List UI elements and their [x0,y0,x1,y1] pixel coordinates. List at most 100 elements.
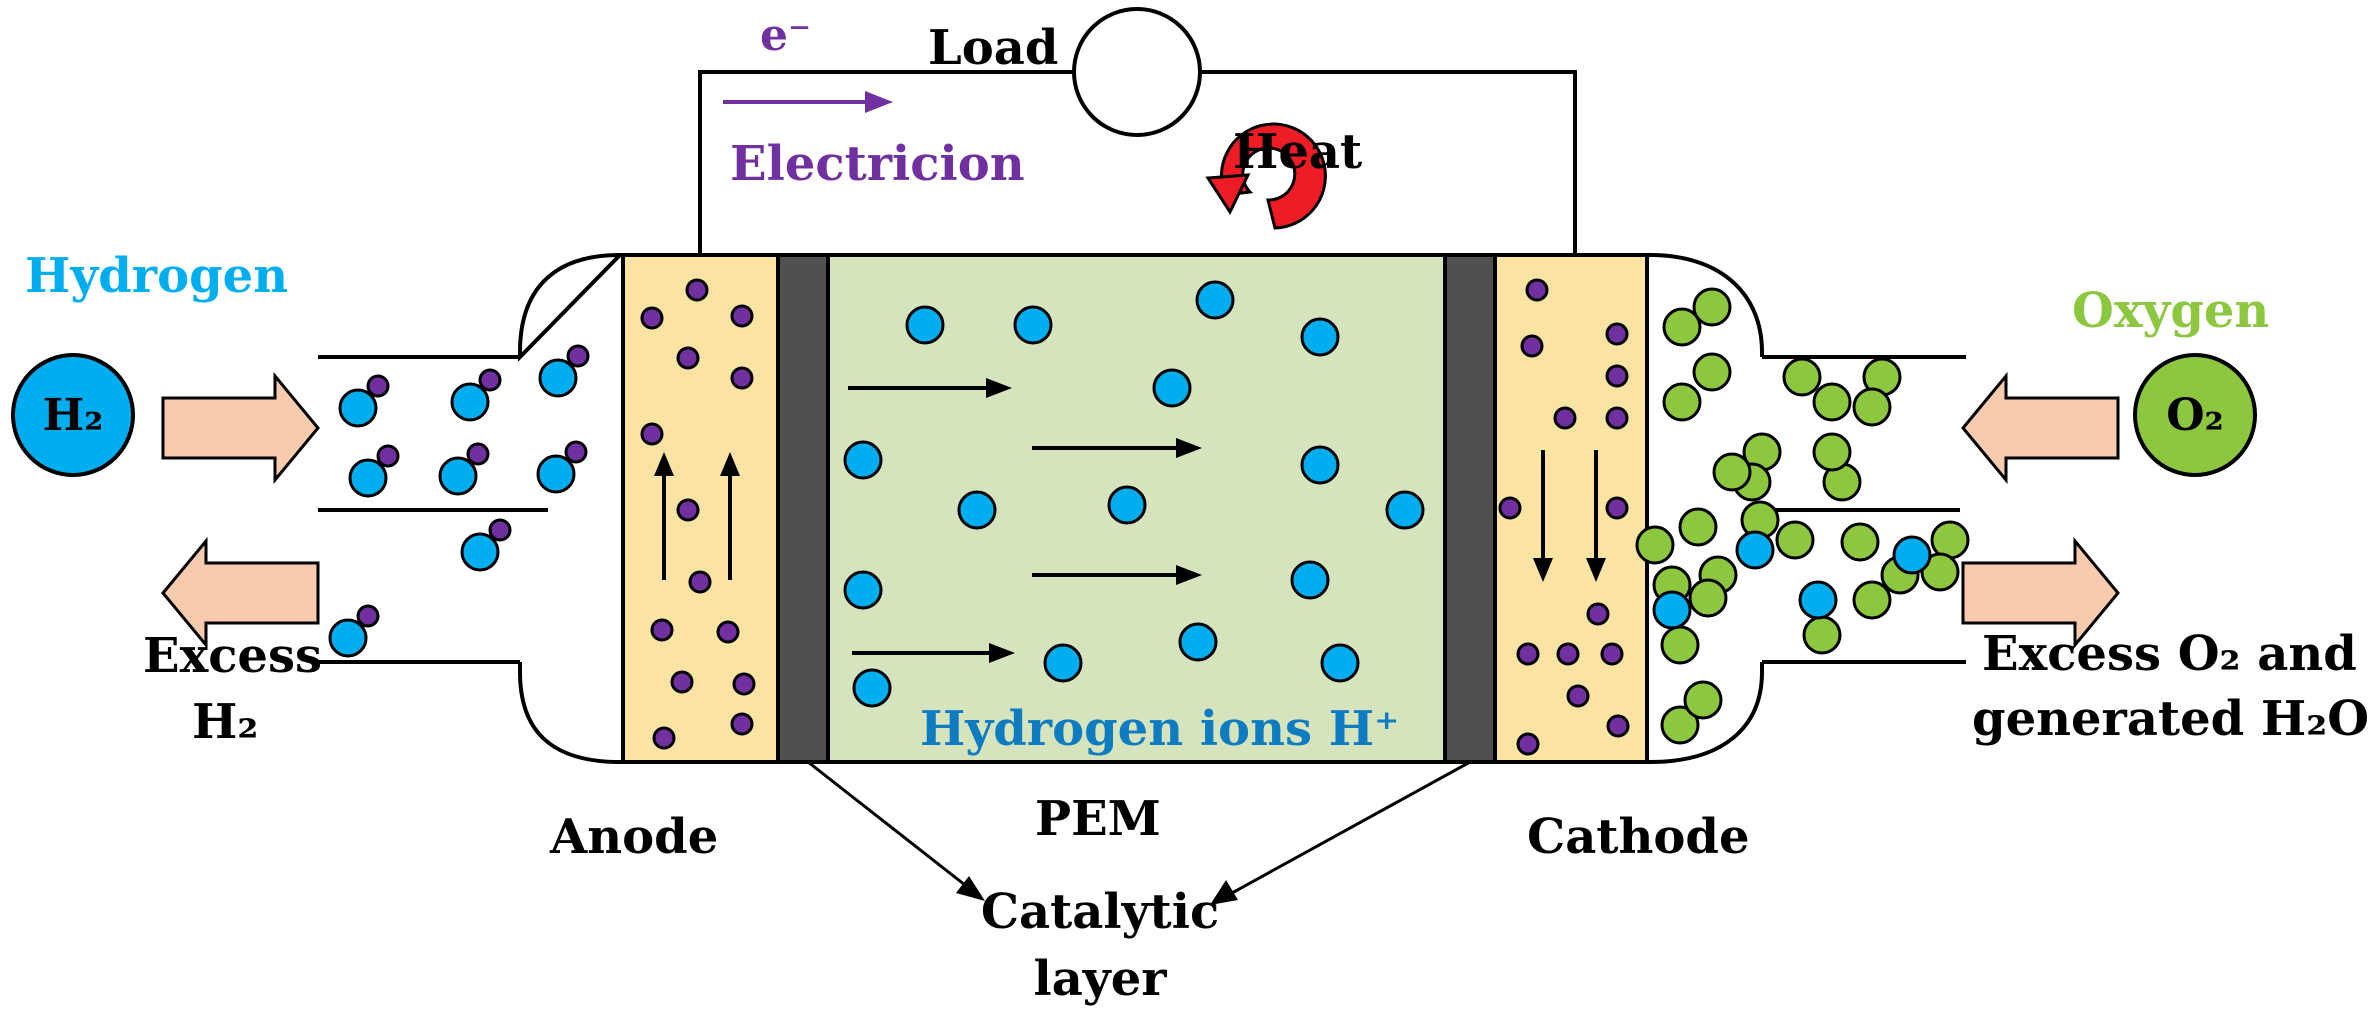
hydrogen-ion [1300,445,1340,485]
hydrogen-ion [1178,622,1218,662]
circuit-wire-left [698,70,1075,255]
catalytic-label-line1: Catalytic [981,884,1219,940]
o2-inlet-arrow [1961,371,2120,485]
oxygen-atom [1812,382,1852,422]
oxygen-atom [1920,552,1960,592]
hydrogen-atom [348,458,388,498]
electron-dot [478,368,502,392]
electron-dot [1553,406,1577,430]
o2-excess-arrow [1961,536,2120,650]
o2-symbol: O₂ [2166,390,2224,441]
electron-dot [356,604,380,628]
oxygen-atom [1678,507,1718,547]
electron-dot [1498,496,1522,520]
electron-dot [1525,278,1549,302]
load-circle-icon [1072,7,1202,137]
electron-dot [488,518,512,542]
electron-dot [1605,496,1629,520]
catalytic-pointer-arrows [807,760,1471,905]
electron-dot [1516,642,1540,666]
heat-label: Heat [1233,124,1362,180]
electron-dot [730,366,754,390]
load-label: Load [928,20,1058,76]
h2-badge-icon [11,353,135,477]
excess-h2-line2: H₂ [192,694,258,750]
hydrogen-ion [1013,305,1053,345]
electron-dot [1566,684,1590,708]
channel-lines [318,355,1966,664]
hydrogen-atom [1892,535,1932,575]
oxygen-atom [1775,520,1815,560]
electron-dot [676,498,700,522]
hydrogen-ion [957,490,997,530]
electron-dot [1605,406,1629,430]
hydrogen-ion [1385,490,1425,530]
circuit-wire-right [1200,70,1577,255]
electron-dot [1600,642,1624,666]
electron-dot [732,672,756,696]
cathode-catalyst-layer [1443,253,1497,764]
oxygen-atom [1712,452,1752,492]
electron-dot [650,618,674,642]
electron-dot [640,422,664,446]
particles [328,278,1970,756]
hydrogen-ion [1195,280,1235,320]
external-circuit [698,7,1577,255]
oxygen-atom [1662,382,1702,422]
electron-dot [376,444,400,468]
anode-flow-arrows [654,452,740,580]
oxygen-atom [1812,432,1852,472]
h2-symbol: H₂ [43,390,104,441]
o2-badge-icon [2133,353,2257,477]
electron-dot [676,346,700,370]
hydrogen-ion [1320,643,1360,683]
hydrogen-ion [843,440,883,480]
electron-dot [366,374,390,398]
cathode-label: Cathode [1527,809,1750,865]
hydrogen-atom [450,382,490,422]
hydrogen-atom [338,388,378,428]
oxygen-atom [1692,287,1732,327]
excess-o2-line1: Excess O₂ and [1982,626,2357,682]
oxygen-atom [1930,520,1970,560]
excess-o2-line2: generated H₂O [1972,691,2368,747]
hydrogen-ion [843,570,883,610]
oxygen-label: Oxygen [2072,283,2269,339]
electron-dot [1516,732,1540,756]
oxygen-atom [1782,357,1822,397]
anode-catalyst-layer [776,253,830,764]
anode-label: Anode [549,809,718,865]
pem-label: PEM [1035,791,1161,847]
electron-dot [466,442,490,466]
electron-caption: Electricion [730,136,1025,192]
oxygen-atom [1840,522,1880,562]
oxygen-atom [1852,580,1892,620]
oxygen-atom [1660,705,1700,745]
electron-dot [1520,334,1544,358]
hydrogen-atom [1798,580,1838,620]
electron-dot [1556,642,1580,666]
catalytic-label-line2: layer [1033,951,1167,1007]
hydrogen-atom [1652,590,1692,630]
electron-dot [716,620,740,644]
electron-flow-arrow [723,91,893,113]
heat-circular-arrow-icon [1205,122,1327,230]
oxygen-atom [1852,387,1892,427]
electron-dot [730,712,754,736]
hydrogen-atom [460,532,500,572]
oxygen-atom [1662,307,1702,347]
oxygen-atom [1683,680,1723,720]
hydrogen-atom [328,618,368,658]
oxygen-atom [1635,525,1675,565]
electron-dot [1586,602,1610,626]
hydrogen-label: Hydrogen [25,248,288,304]
electron-dot [652,726,676,750]
proton-flow-arrows [848,378,1202,663]
electron-symbol: e⁻ [760,10,811,61]
h2-inlet-arrow [161,371,320,485]
hydrogen-ion [1300,317,1340,357]
electron-dot [730,304,754,328]
electron-dot [1605,364,1629,388]
hydrogen-ion [905,305,945,345]
